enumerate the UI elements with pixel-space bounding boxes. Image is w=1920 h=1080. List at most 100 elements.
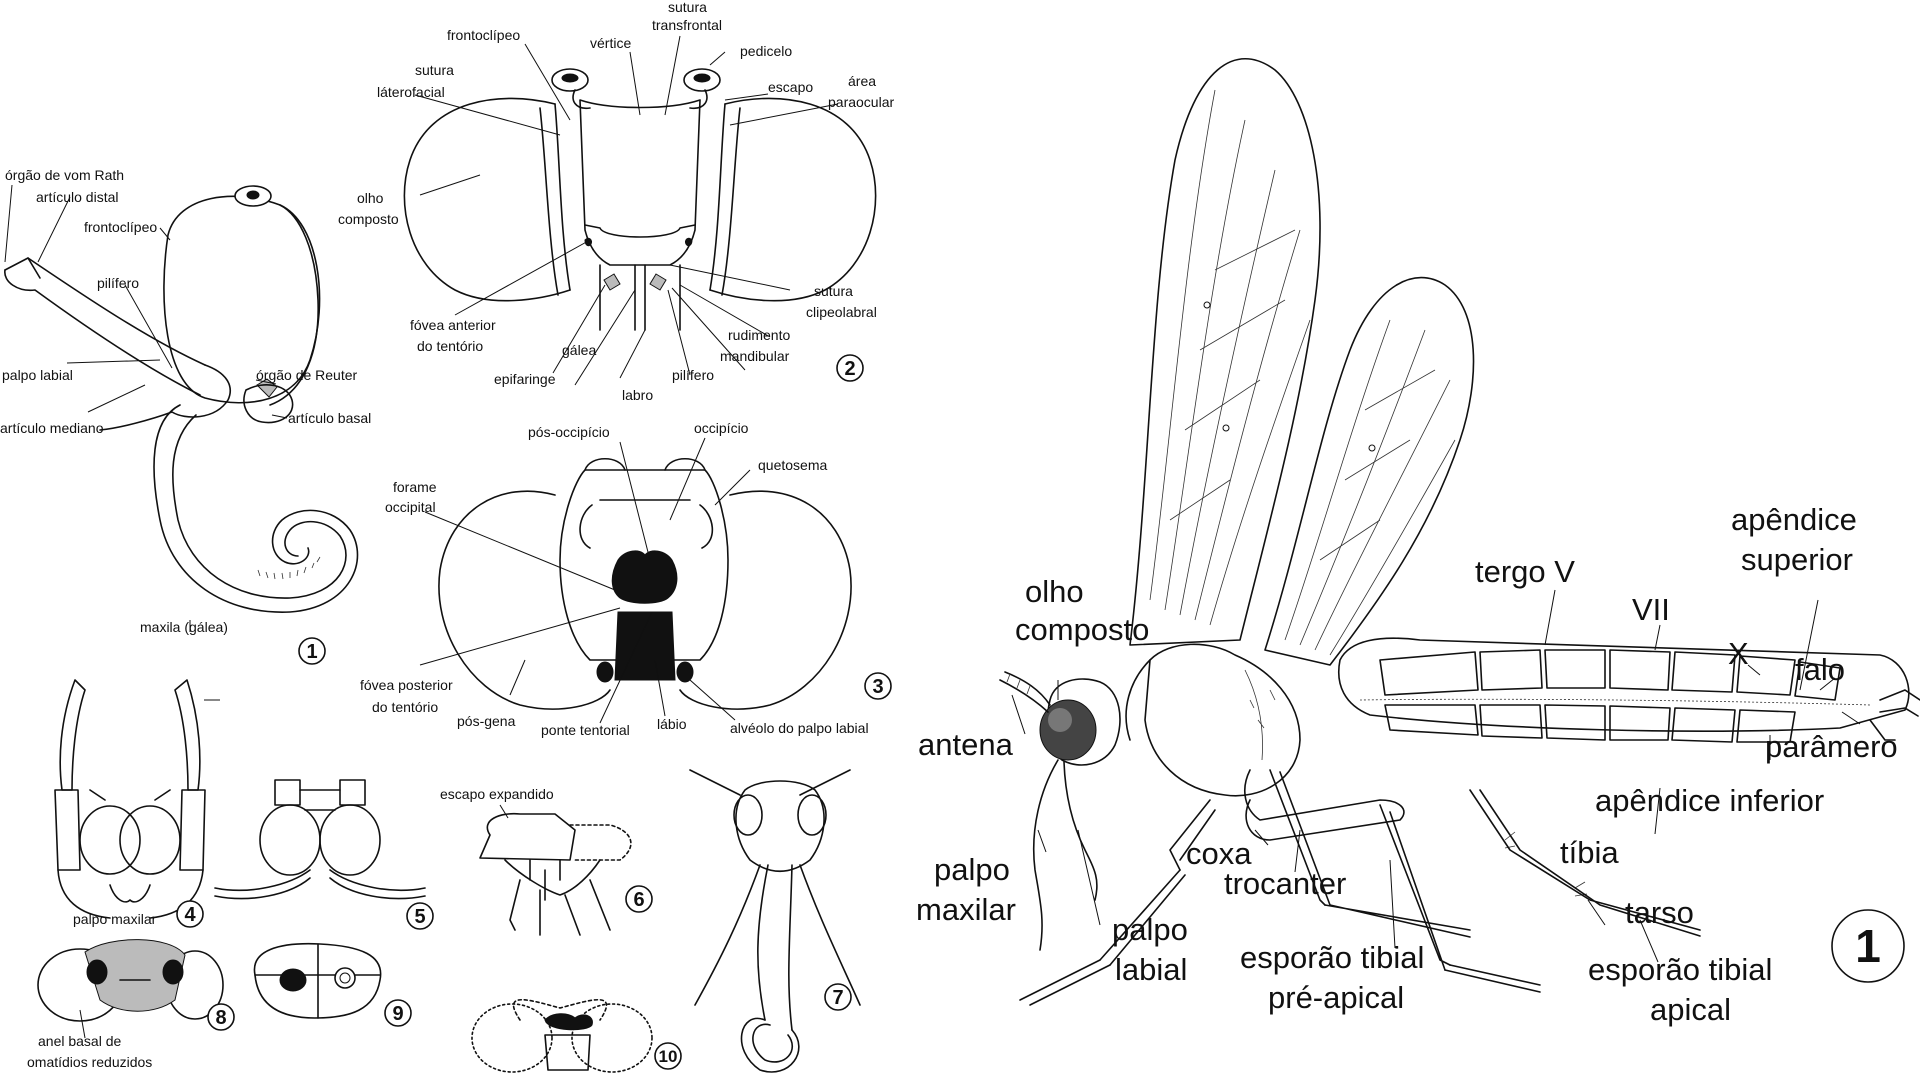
panel-7-number: 7 (832, 987, 843, 1009)
label-epifaringe: epifaringe (494, 371, 556, 387)
panel-2-leaders (414, 35, 839, 386)
label-anel-basal-b: omatídios reduzidos (27, 1054, 152, 1070)
label-quetosema: quetosema (758, 457, 827, 473)
label-big-tibia: tíbia (1560, 835, 1619, 870)
panel-4-head-palps (54, 679, 220, 919)
label-rudimento-mandibular-b: mandibular (720, 348, 790, 364)
label-galea: gálea (562, 342, 596, 358)
label-big-antena: antena (918, 727, 1014, 762)
label-escapo: escapo (768, 79, 813, 95)
label-pos-occipicio: pós-occipício (528, 424, 610, 440)
label-articulo-basal: artículo basal (288, 410, 371, 426)
panel-3-leaders (419, 437, 751, 724)
panel-10-number-circle (654, 1042, 682, 1070)
label-sutura-clipeolabral-a: sutura (814, 283, 853, 299)
big-figure-number: 1 (1855, 920, 1881, 972)
label-big-tarso: tarso (1625, 895, 1694, 930)
label-fovea-anterior-b: do tentório (417, 338, 483, 354)
label-pilifero-2: pilífero (672, 367, 714, 383)
panel-8-number-circle (207, 1003, 235, 1031)
label-big-palpo-maxilar-a: palpo (934, 852, 1010, 887)
label-sutura-laterofacial-b: láterofacial (377, 84, 445, 100)
panel-8-number: 8 (215, 1007, 226, 1029)
label-palpo-maxilar-small: palpo maxilar (73, 911, 157, 927)
panel-2-head-frontal (403, 68, 877, 331)
panel-4-number-circle (176, 900, 204, 928)
label-big-esporao-apical-b: apical (1650, 992, 1731, 1027)
label-big-apendice-superior-b: superior (1741, 542, 1853, 577)
label-palpo-labial-1: palpo labial (2, 367, 73, 383)
label-alveolo-palpo-labial: alvéolo do palpo labial (730, 720, 869, 736)
panel-3-number-circle (864, 672, 892, 700)
label-maxila-galea: maxila (gálea) (140, 619, 228, 635)
panel-3-head-posterior (438, 457, 852, 710)
label-articulo-distal: artículo distal (36, 189, 118, 205)
label-olho-composto-a: olho (357, 190, 384, 206)
label-big-esporao-apical-a: esporão tibial (1588, 952, 1772, 987)
panel-5-number-circle (406, 902, 434, 930)
label-big-palpo-labial-a: palpo (1112, 912, 1188, 947)
panel-5-number: 5 (414, 906, 425, 928)
panel-9-number: 9 (392, 1003, 403, 1025)
label-forame-occipital-a: forame (393, 479, 437, 495)
label-articulo-mediano: artículo mediano (0, 420, 104, 436)
panel-9-number-circle (384, 999, 412, 1027)
label-big-apendice-superior-a: apêndice (1731, 502, 1857, 537)
label-rudimento-mandibular-a: rudimento (728, 327, 790, 343)
label-anel-basal-a: anel basal de (38, 1033, 122, 1049)
label-sutura-transfrontal-a: sutura (668, 0, 707, 15)
label-area-paraocular-a: área (848, 73, 876, 89)
panel-1-leaders (4, 184, 288, 632)
big-figure-leaders (1011, 589, 1861, 963)
label-sutura-clipeolabral-b: clipeolabral (806, 304, 877, 320)
panel-6-number-circle (625, 885, 653, 913)
label-orgao-reuter: órgão de Reuter (256, 367, 358, 383)
label-big-olho: olho (1025, 574, 1084, 609)
adult-insect-lateral (999, 58, 1920, 1006)
panel-8-leader (79, 1009, 86, 1039)
label-frontoclipeo-1: frontoclípeo (84, 219, 157, 235)
label-big-coxa: coxa (1186, 836, 1252, 871)
label-big-trocanter: trocanter (1224, 866, 1346, 901)
label-big-composto: composto (1015, 612, 1149, 647)
label-sutura-transfrontal-b: transfrontal (652, 17, 722, 33)
panel-3-number: 3 (872, 676, 883, 698)
label-fovea-anterior-a: fóvea anterior (410, 317, 496, 333)
label-escapo-expandido: escapo expandido (440, 786, 554, 802)
label-big-vii: VII (1632, 592, 1670, 627)
label-big-palpo-maxilar-b: maxilar (916, 892, 1016, 927)
panel-2-number-circle (836, 354, 864, 382)
panel-9-head (253, 942, 382, 1019)
panel-10-head (471, 998, 653, 1073)
label-big-palpo-labial-b: labial (1115, 952, 1187, 987)
panel-10-number: 10 (659, 1047, 678, 1066)
panel-4-number: 4 (184, 904, 196, 926)
label-frontoclipeo-2: frontoclípeo (447, 27, 520, 43)
label-pedicelo: pedicelo (740, 43, 792, 59)
panel-8-head (37, 939, 224, 1022)
label-forame-occipital-b: occipital (385, 499, 436, 515)
label-big-apendice-inferior: apêndice inferior (1595, 783, 1824, 818)
label-labio: lábio (657, 716, 687, 732)
panel-7-number-circle (824, 983, 852, 1011)
panel-7-head-long-palps (689, 769, 861, 1073)
label-big-x: X (1728, 636, 1749, 671)
label-big-tergo-v: tergo V (1475, 554, 1575, 589)
label-fovea-posterior-a: fóvea posterior (360, 677, 453, 693)
panel-1-number: 1 (306, 641, 317, 663)
label-big-falo: falo (1795, 652, 1845, 687)
label-vertice: vértice (590, 35, 631, 51)
label-sutura-laterofacial-a: sutura (415, 62, 454, 78)
panel-1-head-lateral (4, 185, 359, 613)
panel-6-leader (499, 804, 509, 819)
label-big-paramero: parâmero (1765, 729, 1898, 764)
label-big-esporao-preapical-b: pré-apical (1268, 980, 1404, 1015)
panel-1-number-circle (298, 637, 326, 665)
panel-6-number: 6 (633, 889, 644, 911)
label-ponte-tentorial: ponte tentorial (541, 722, 630, 738)
label-occipicio: occipício (694, 420, 749, 436)
panel-6-head (479, 812, 632, 936)
panel-2-number: 2 (844, 358, 855, 380)
label-orgao-vom-rath: órgão de vom Rath (5, 167, 124, 183)
